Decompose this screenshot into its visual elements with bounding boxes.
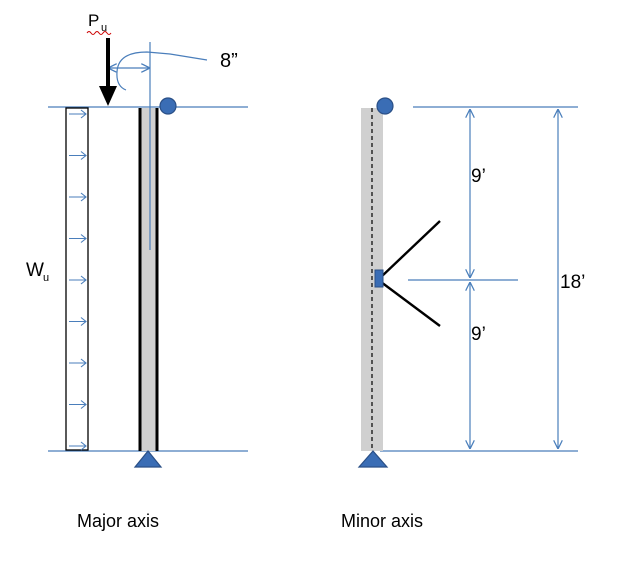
distributed-load-arrow bbox=[69, 192, 87, 202]
distributed-load-arrow bbox=[69, 234, 87, 243]
minor-axis-view: 9’ 9’ 18’ Minor axis bbox=[341, 97, 585, 531]
upper-half-span-label: 9’ bbox=[471, 166, 486, 187]
distributed-load-arrow bbox=[69, 317, 87, 326]
minor-axis-label: Minor axis bbox=[341, 511, 423, 531]
major-axis-label: Major axis bbox=[77, 511, 159, 531]
distributed-load-label: W bbox=[26, 260, 44, 281]
full-span-label: 18’ bbox=[560, 272, 585, 293]
lower-half-span-label: 9’ bbox=[471, 324, 486, 345]
distributed-load-arrow bbox=[69, 441, 87, 451]
triangle-support-bottom-major bbox=[133, 450, 163, 468]
brace-upper bbox=[380, 220, 441, 278]
eccentricity-leader bbox=[116, 51, 208, 91]
column-member-major bbox=[139, 108, 157, 451]
axial-load-label: P bbox=[88, 11, 99, 30]
triangle-support-bottom-minor bbox=[357, 450, 389, 468]
pin-support-top-major bbox=[159, 97, 177, 115]
eccentricity-label: 8” bbox=[220, 50, 238, 72]
brace-lower bbox=[380, 281, 441, 327]
distributed-load-arrow bbox=[69, 358, 87, 368]
distributed-load-arrows bbox=[69, 109, 87, 451]
distributed-load-arrow bbox=[69, 109, 87, 119]
axial-load-arrow-head bbox=[99, 86, 117, 106]
distributed-load-subscript: u bbox=[43, 272, 49, 284]
distributed-load-arrow bbox=[69, 400, 87, 409]
major-axis-view: P u 8” W u Major axis bbox=[26, 11, 248, 531]
distributed-load-arrow bbox=[69, 275, 87, 285]
spellcheck-underline bbox=[86, 31, 112, 35]
pin-support-top-minor bbox=[376, 97, 394, 115]
axial-load-subscript: u bbox=[101, 22, 107, 34]
distributed-load-arrow bbox=[69, 151, 87, 160]
brace-connection bbox=[374, 269, 384, 288]
